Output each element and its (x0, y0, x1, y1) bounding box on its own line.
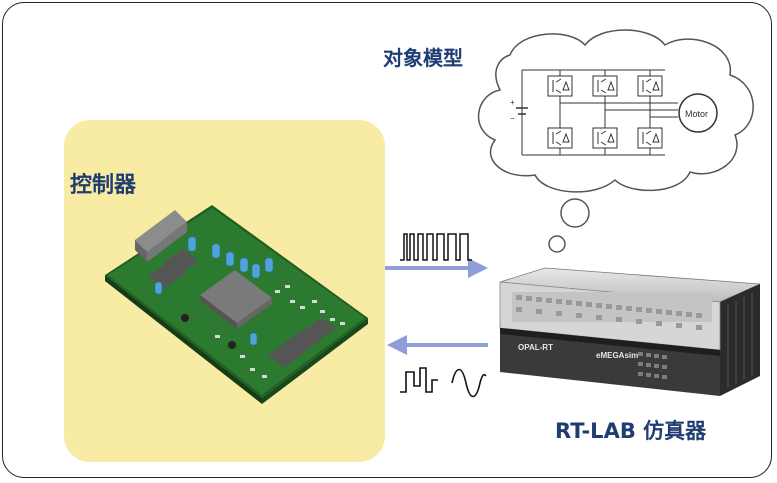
pcb-connector (135, 210, 187, 262)
io-port-grid (512, 292, 712, 330)
front-panel-ports (638, 352, 667, 379)
pcb-processor-chip (200, 270, 272, 329)
controller-board (105, 205, 368, 404)
pwm-wave-icon (400, 233, 472, 261)
dc-plus-label: + (510, 98, 515, 107)
simulator-label: RT-LAB 仿真器 (555, 419, 707, 443)
motor-label: Motor (685, 109, 708, 119)
chassis-vent (727, 293, 753, 388)
thought-bubble-small (548, 235, 566, 253)
square-wave-icon (400, 367, 438, 393)
sine-wave-icon (451, 368, 487, 398)
chassis-brand-label: OPAL-RT (518, 343, 553, 352)
simulator-chassis (499, 267, 761, 396)
motor-symbol (678, 93, 718, 133)
pcb-small-parts (215, 285, 345, 378)
plant-model-label: 对象模型 (383, 46, 463, 70)
controller-label: 控制器 (70, 173, 137, 198)
inverter-circuit (516, 69, 718, 156)
chassis-model-label: eMEGAsim (596, 351, 638, 360)
pcb-ic-chip (148, 249, 336, 367)
pcb-capacitor (154, 236, 274, 346)
pcb-inductor (181, 314, 189, 322)
igbt-switch (547, 75, 663, 149)
thought-bubble-large (560, 198, 590, 228)
pcb-inductor (228, 341, 236, 349)
dc-minus-label: − (510, 114, 515, 123)
